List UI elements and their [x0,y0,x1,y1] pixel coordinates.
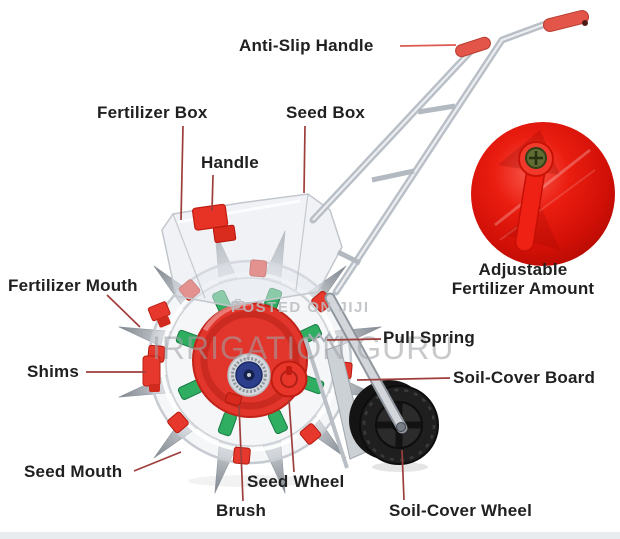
bottom-strip [0,532,620,539]
handle-rungs [336,103,456,266]
drum-hub [227,353,271,397]
label-pull-spring: Pull Spring [383,328,475,347]
adjuster-screw [525,147,547,169]
brush-part [224,392,243,407]
label-brush: Brush [216,501,267,520]
anti-slip-grip-right [542,10,590,32]
label-soil-cover-board: Soil-Cover Board [453,368,596,387]
handle-clamp [192,203,237,244]
label-seed-mouth: Seed Mouth [24,462,123,481]
handle-assembly [309,10,590,296]
label-fertilizer-mouth: Fertilizer Mouth [8,276,138,295]
label-seed-wheel: Seed Wheel [247,472,345,491]
adjuster-lever [514,141,554,252]
label-adjustable-fertilizer-amount: Adjustable Fertilizer Amount [425,260,620,298]
pull-spring-part [308,332,339,343]
seed-drum [142,259,353,465]
wheel-strut [324,292,408,434]
label-fertilizer-box: Fertilizer Box [97,103,208,122]
label-soil-cover-wheel: Soil-Cover Wheel [389,501,533,520]
label-adjustable-line2: Fertilizer Amount [451,279,595,298]
fertilizer-mouth-part [147,301,171,328]
label-handle: Handle [201,153,259,172]
hopper-box [161,193,343,307]
anti-slip-grip-left [455,36,491,58]
label-seed-box: Seed Box [286,103,366,122]
label-adjustable-line1: Adjustable [478,260,568,279]
rear-blade [303,337,349,469]
seed-wheel-knob [270,360,308,398]
detail-inset-circle [471,122,615,266]
label-shims: Shims [27,362,80,381]
wheel-shadow [372,462,428,472]
label-anti-slip-handle: Anti-Slip Handle [239,36,374,55]
shims-part [142,355,161,392]
